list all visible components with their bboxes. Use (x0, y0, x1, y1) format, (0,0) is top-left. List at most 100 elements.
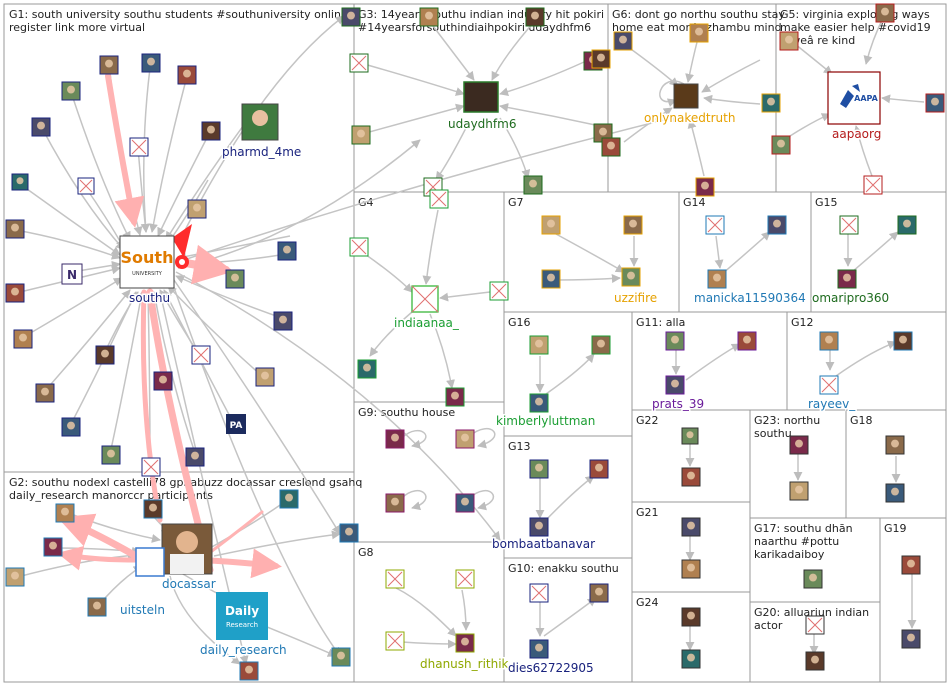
avatar-node[interactable] (767, 215, 787, 235)
avatar-node[interactable] (689, 23, 709, 43)
avatar-node[interactable] (525, 7, 545, 27)
avatar-node[interactable] (95, 345, 115, 365)
avatar-node[interactable] (255, 367, 275, 387)
missing-image-node[interactable] (705, 215, 725, 235)
avatar-node[interactable] (339, 523, 359, 543)
avatar-node[interactable] (445, 387, 465, 407)
avatar-node[interactable] (455, 633, 475, 653)
avatar-node[interactable] (101, 445, 121, 465)
avatar-node[interactable] (61, 417, 81, 437)
missing-image-node[interactable] (385, 569, 405, 589)
avatar-node[interactable] (185, 447, 205, 467)
avatar-node[interactable] (589, 459, 609, 479)
avatar-node[interactable] (695, 177, 715, 197)
avatar-node[interactable] (613, 31, 633, 51)
avatar-node[interactable] (591, 335, 611, 355)
avatar-node[interactable] (239, 661, 259, 681)
avatar-node[interactable] (201, 121, 221, 141)
avatar-node[interactable] (805, 651, 825, 671)
avatar-node[interactable] (893, 331, 913, 351)
avatar-node[interactable] (419, 7, 439, 27)
avatar-node[interactable] (141, 53, 161, 73)
avatar-node[interactable] (529, 517, 549, 537)
avatar-node[interactable] (385, 429, 405, 449)
avatar-node[interactable] (737, 331, 757, 351)
avatar-node[interactable] (225, 269, 245, 289)
avatar-node[interactable] (277, 241, 297, 261)
avatar-node[interactable] (529, 639, 549, 659)
missing-image-node[interactable] (141, 457, 161, 477)
avatar-node[interactable] (455, 493, 475, 513)
avatar-node[interactable] (541, 269, 561, 289)
south-university-logo-node[interactable]: South UNIVERSITY (119, 235, 175, 289)
avatar-node[interactable] (591, 49, 611, 69)
avatar-node[interactable] (897, 215, 917, 235)
udaydhfm6-node[interactable] (463, 81, 499, 113)
avatar-node[interactable] (681, 607, 701, 627)
docassar-node[interactable] (161, 523, 213, 575)
avatar-node[interactable] (143, 499, 163, 519)
missing-image-node[interactable] (385, 631, 405, 651)
avatar-node[interactable] (187, 199, 207, 219)
avatar-node[interactable] (153, 371, 173, 391)
avatar-node[interactable] (601, 137, 621, 157)
avatar-node[interactable] (341, 7, 361, 27)
avatar-node[interactable] (529, 393, 549, 413)
avatar-node[interactable] (5, 219, 25, 239)
avatar-node[interactable] (875, 3, 895, 23)
avatar-node[interactable] (5, 283, 25, 303)
avatar-node[interactable] (541, 215, 561, 235)
avatar-node[interactable] (819, 331, 839, 351)
avatar-node[interactable] (589, 583, 609, 603)
avatar-node[interactable] (901, 629, 921, 649)
avatar-node[interactable] (523, 175, 543, 195)
missing-image-node[interactable] (349, 53, 369, 73)
uitsteln-node[interactable] (135, 547, 165, 577)
avatar-node[interactable] (901, 555, 921, 575)
avatar-node[interactable] (761, 93, 781, 113)
onlynakedtruth-node[interactable] (673, 83, 699, 109)
avatar-node[interactable] (665, 375, 685, 395)
avatar-node[interactable] (455, 429, 475, 449)
missing-image-node[interactable] (429, 189, 449, 209)
avatar-node[interactable] (681, 467, 701, 487)
daily-research-logo-node[interactable]: Daily Research (216, 592, 268, 640)
avatar-node[interactable] (779, 31, 799, 51)
avatar-node[interactable] (385, 493, 405, 513)
avatar-node[interactable] (681, 427, 699, 445)
pharmd-node[interactable] (241, 103, 279, 141)
missing-image-node[interactable] (191, 345, 211, 365)
pa-logo-node[interactable]: PA (226, 414, 246, 434)
avatar-node[interactable] (789, 435, 809, 455)
avatar-node[interactable] (35, 383, 55, 403)
avatar-node[interactable] (885, 435, 905, 455)
avatar-node[interactable] (31, 117, 51, 137)
avatar-node[interactable] (803, 569, 823, 589)
avatar-node[interactable] (771, 135, 791, 155)
avatar-node[interactable] (681, 649, 701, 669)
missing-image-node[interactable] (349, 237, 369, 257)
nodexl-n-logo-node[interactable]: N (61, 263, 83, 285)
missing-image-node[interactable] (489, 281, 509, 301)
missing-image-node[interactable] (455, 569, 475, 589)
avatar-node[interactable] (273, 311, 293, 331)
avatar-node[interactable] (55, 503, 75, 523)
missing-image-node[interactable] (77, 177, 95, 195)
avatar-node[interactable] (11, 173, 29, 191)
avatar-node[interactable] (5, 567, 25, 587)
avatar-node[interactable] (621, 267, 641, 287)
avatar-node[interactable] (665, 331, 685, 351)
avatar-node[interactable] (681, 517, 701, 537)
avatar-node[interactable] (99, 55, 119, 75)
avatar-node[interactable] (351, 125, 371, 145)
aapa-logo-node[interactable]: AAPA (827, 71, 881, 125)
avatar-node[interactable] (885, 483, 905, 503)
avatar-node[interactable] (331, 647, 351, 667)
avatar-node[interactable] (837, 269, 857, 289)
missing-image-node[interactable] (819, 375, 839, 395)
avatar-node[interactable] (87, 597, 107, 617)
avatar-node[interactable] (789, 481, 809, 501)
avatar-node[interactable] (177, 65, 197, 85)
avatar-node[interactable] (13, 329, 33, 349)
avatar-node[interactable] (61, 81, 81, 101)
